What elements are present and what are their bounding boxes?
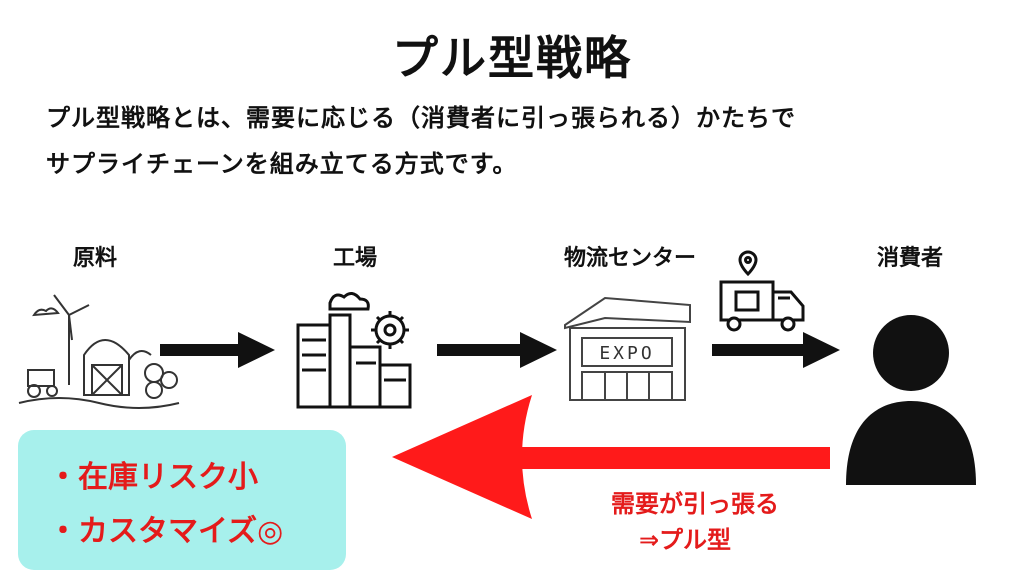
flow-arrow-3 xyxy=(712,332,840,368)
pull-caption-line-2: ⇒プル型 xyxy=(638,526,732,554)
node-label-raw-material: 原料 xyxy=(72,246,117,271)
node-label-consumer: 消費者 xyxy=(876,246,943,271)
factory-icon xyxy=(296,292,412,409)
person-icon xyxy=(846,315,976,485)
flow-arrow-2 xyxy=(437,332,557,368)
node-label-distribution-center: 物流センター xyxy=(563,246,696,271)
warehouse-icon: EXPO xyxy=(564,296,691,401)
pull-arrow xyxy=(392,395,830,519)
delivery-truck-icon xyxy=(719,250,805,332)
benefits-box: ・在庫リスク小 ・カスタマイズ◎ xyxy=(18,430,346,570)
node-label-factory: 工場 xyxy=(332,246,377,271)
warehouse-sign: EXPO xyxy=(599,343,654,364)
pull-caption-line-1: 需要が引っ張る xyxy=(611,490,779,518)
description-line-1: プル型戦略とは、需要に応じる（消費者に引っ張られる）かたちで xyxy=(46,104,796,132)
benefit-item-inventory-risk: ・在庫リスク小 xyxy=(48,460,258,495)
page-title: プル型戦略 xyxy=(392,31,632,85)
farm-icon xyxy=(18,294,180,409)
description-line-2: サプライチェーンを組み立てる方式です。 xyxy=(46,150,518,178)
flow-arrow-1 xyxy=(160,332,275,368)
benefit-item-customize: ・カスタマイズ◎ xyxy=(48,514,284,549)
